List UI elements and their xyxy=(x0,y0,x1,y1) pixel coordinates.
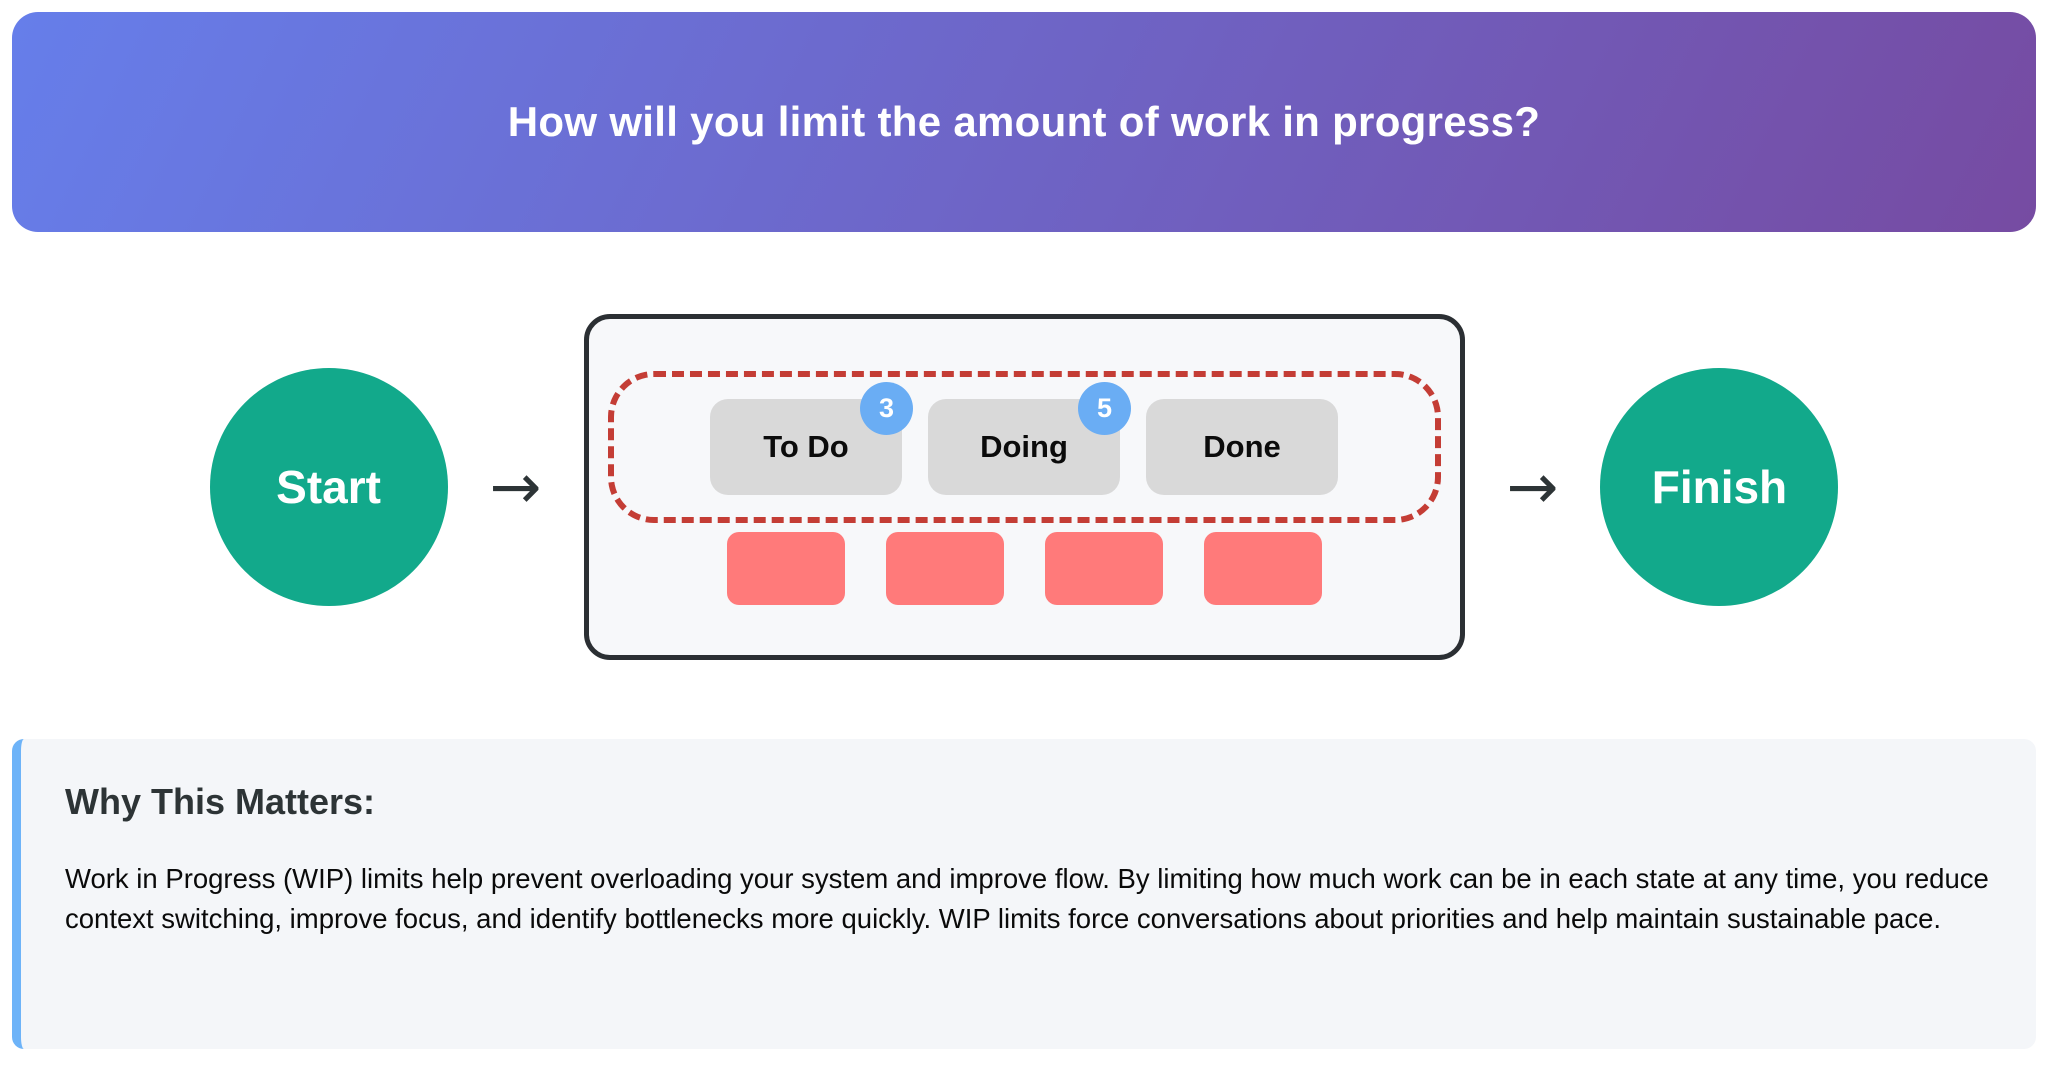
work-card xyxy=(1203,532,1322,605)
column-doing: Doing 5 xyxy=(928,382,1131,495)
wip-limit-zone: To Do 3 Doing 5 Done xyxy=(607,371,1441,523)
info-panel-heading: Why This Matters: xyxy=(65,781,376,822)
question-title: How will you limit the amount of work in… xyxy=(507,98,1541,145)
question-banner: How will you limit the amount of work in… xyxy=(12,12,2036,232)
wip-badge-doing: 5 xyxy=(1078,382,1131,435)
column-doing-label: Doing xyxy=(980,429,1068,464)
start-node-label: Start xyxy=(276,461,381,513)
info-panel: Why This Matters: Work in Progress (WIP)… xyxy=(12,739,2036,1049)
column-done: Done xyxy=(1146,399,1338,495)
kanban-board: To Do 3 Doing 5 Done xyxy=(583,314,1465,660)
work-cards-row xyxy=(608,532,1441,605)
arrow-right-icon: → xyxy=(1506,450,1559,523)
column-todo: To Do 3 xyxy=(710,382,913,495)
flow-diagram: Start → To Do 3 Doing 5 Done → Finish xyxy=(0,314,2048,660)
work-card xyxy=(885,532,1004,605)
work-card xyxy=(1044,532,1163,605)
wip-badge-todo: 3 xyxy=(860,382,913,435)
finish-node-label: Finish xyxy=(1651,461,1788,513)
start-node: Start xyxy=(209,368,448,606)
arrow-right-icon: → xyxy=(489,450,542,523)
column-done-label: Done xyxy=(1203,429,1281,464)
finish-node: Finish xyxy=(1600,368,1839,606)
work-card xyxy=(726,532,845,605)
info-panel-body: Work in Progress (WIP) limits help preve… xyxy=(65,863,1989,934)
column-todo-label: To Do xyxy=(763,429,849,464)
